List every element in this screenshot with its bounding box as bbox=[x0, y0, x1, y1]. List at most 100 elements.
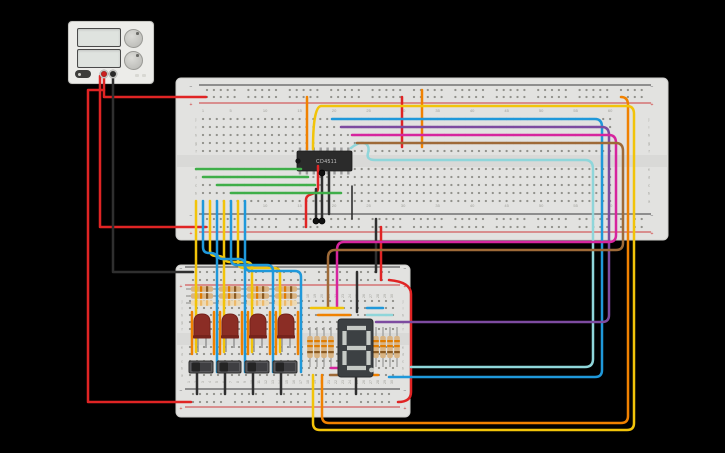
hole bbox=[314, 366, 318, 370]
hole bbox=[564, 217, 567, 221]
hole bbox=[581, 191, 584, 195]
row-letter: c bbox=[648, 183, 650, 188]
hole bbox=[250, 149, 253, 153]
hole bbox=[539, 167, 543, 171]
hole bbox=[219, 392, 223, 396]
wire-small-red-right-edge[interactable] bbox=[387, 278, 413, 404]
slide-switch[interactable] bbox=[244, 360, 270, 374]
hole bbox=[640, 95, 643, 99]
wire-psu-red-to-small-bottom-rail[interactable] bbox=[86, 88, 193, 404]
wire-yellow-long[interactable] bbox=[311, 104, 636, 432]
hole bbox=[284, 199, 287, 203]
column-number: 55 bbox=[573, 108, 578, 113]
positive-terminal[interactable] bbox=[100, 70, 108, 78]
resistor[interactable] bbox=[307, 327, 313, 367]
led-body[interactable] bbox=[277, 313, 295, 339]
hole bbox=[373, 400, 377, 404]
hole bbox=[505, 191, 508, 195]
resistor[interactable] bbox=[394, 327, 400, 367]
power-supply[interactable] bbox=[68, 21, 154, 84]
hole bbox=[450, 191, 453, 195]
hole bbox=[468, 225, 471, 229]
wire-psu-red-to-big-bottom-rail[interactable] bbox=[98, 74, 208, 229]
hole bbox=[366, 278, 370, 282]
wire-magenta-long[interactable] bbox=[335, 133, 618, 310]
hole bbox=[426, 95, 429, 99]
resistor-band bbox=[206, 300, 209, 306]
hole bbox=[360, 149, 363, 153]
hole bbox=[408, 167, 412, 171]
hole bbox=[595, 183, 598, 187]
resistor-band bbox=[256, 286, 259, 292]
hole bbox=[236, 133, 239, 137]
led-body[interactable] bbox=[221, 313, 239, 339]
hole bbox=[298, 117, 301, 121]
led-red[interactable] bbox=[249, 313, 267, 352]
resistor[interactable] bbox=[328, 327, 334, 367]
hole bbox=[353, 175, 356, 179]
resistor[interactable] bbox=[314, 327, 320, 367]
slide-switch[interactable] bbox=[272, 360, 298, 374]
psu-voltage-knob[interactable] bbox=[124, 29, 143, 48]
hole bbox=[385, 225, 388, 229]
slide-switch[interactable] bbox=[216, 360, 242, 374]
hole bbox=[240, 392, 244, 396]
hole bbox=[243, 133, 246, 137]
hole bbox=[263, 199, 267, 203]
led-red[interactable] bbox=[221, 313, 239, 352]
wire-orange-long[interactable] bbox=[320, 95, 630, 425]
psu-power-button[interactable] bbox=[75, 70, 91, 78]
wire-bundle-blue-4[interactable] bbox=[243, 199, 303, 374]
hole bbox=[366, 400, 370, 404]
plus-marker: + bbox=[180, 406, 183, 412]
slide-switch[interactable] bbox=[188, 360, 214, 374]
hole bbox=[537, 88, 540, 92]
negative-terminal[interactable] bbox=[109, 70, 117, 78]
wire-psu-black-to-small-top-rail[interactable] bbox=[111, 74, 195, 274]
hole bbox=[454, 217, 457, 221]
minus-marker: − bbox=[180, 266, 183, 272]
led-body[interactable] bbox=[249, 313, 267, 339]
switch-knob[interactable] bbox=[276, 362, 284, 372]
resistor[interactable] bbox=[380, 327, 386, 367]
wire-lightcyan-long[interactable] bbox=[349, 141, 595, 369]
resistor[interactable] bbox=[373, 327, 379, 367]
resistor[interactable] bbox=[387, 327, 393, 367]
hole bbox=[429, 199, 432, 203]
switch-knob[interactable] bbox=[220, 362, 228, 372]
column-number: 20 bbox=[320, 294, 324, 298]
column-number: 20 bbox=[332, 108, 337, 113]
wire-brown-long[interactable] bbox=[326, 141, 625, 310]
wire-psu-red-to-top-rail[interactable] bbox=[102, 74, 208, 99]
hole bbox=[481, 95, 485, 99]
led-body[interactable] bbox=[193, 313, 211, 339]
hole bbox=[516, 225, 519, 229]
hole bbox=[436, 175, 439, 179]
hole bbox=[419, 217, 423, 221]
row-letter: d bbox=[181, 353, 183, 357]
wire-bundle-blue-3[interactable] bbox=[229, 199, 275, 374]
hole bbox=[274, 217, 278, 221]
hole bbox=[247, 392, 251, 396]
hole bbox=[350, 88, 354, 92]
resistor[interactable] bbox=[321, 327, 327, 367]
hole bbox=[491, 191, 494, 195]
psu-current-knob[interactable] bbox=[124, 51, 143, 70]
hole bbox=[484, 167, 488, 171]
hole bbox=[223, 352, 227, 356]
hole bbox=[381, 175, 384, 179]
switch-knob[interactable] bbox=[192, 362, 200, 372]
hole bbox=[236, 125, 239, 129]
hole bbox=[219, 400, 223, 404]
seven-segment-display[interactable] bbox=[337, 318, 374, 378]
hole bbox=[338, 392, 342, 396]
wire-purple-long[interactable] bbox=[339, 125, 611, 324]
hole bbox=[419, 225, 423, 229]
hole bbox=[560, 149, 563, 153]
led-red[interactable] bbox=[277, 313, 295, 352]
switch-knob[interactable] bbox=[248, 362, 256, 372]
led-red[interactable] bbox=[193, 313, 211, 352]
hole bbox=[233, 392, 237, 396]
hole bbox=[457, 149, 460, 153]
wire-blue-long[interactable] bbox=[330, 117, 604, 379]
